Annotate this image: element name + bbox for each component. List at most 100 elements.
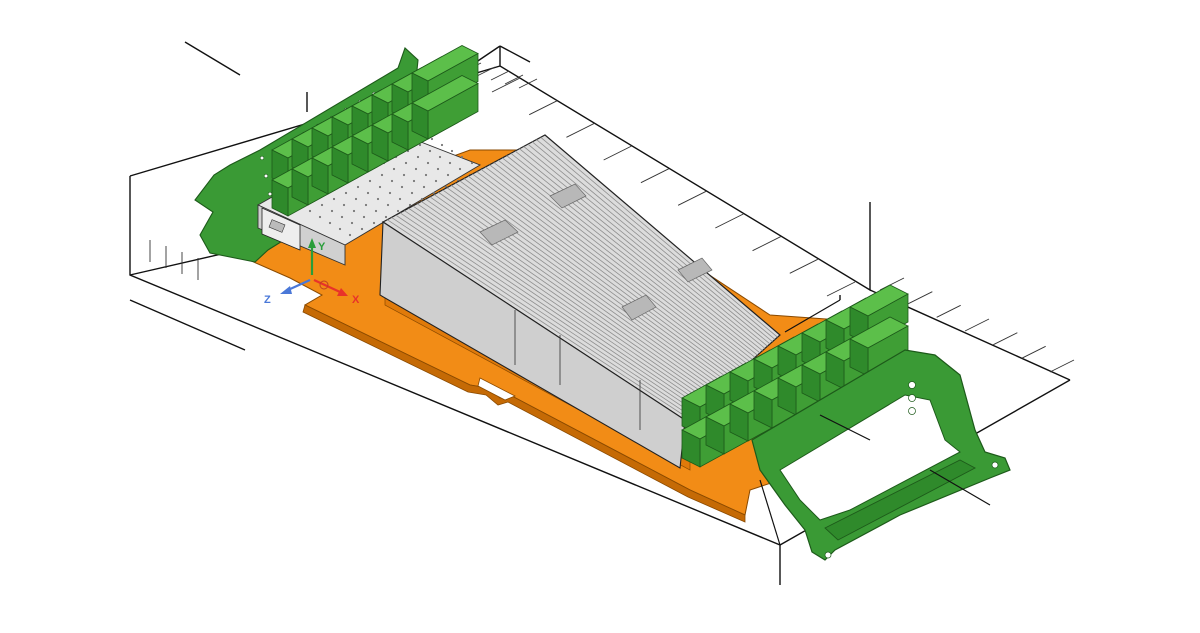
dimension-tick <box>908 291 933 305</box>
dimension-tick <box>715 213 744 229</box>
vent-dot <box>430 137 434 141</box>
heatsink-fin <box>476 171 741 372</box>
vent-dot <box>410 191 414 195</box>
vent-dot <box>446 173 450 177</box>
vent-dot <box>448 161 452 165</box>
vent-dot <box>356 185 360 189</box>
heatsink-fin <box>404 210 698 410</box>
vent-dot <box>400 185 404 189</box>
heatsink-fin <box>493 162 751 363</box>
vent-dot <box>458 167 462 171</box>
vent-dot <box>318 215 322 219</box>
vent-dot <box>348 233 352 237</box>
heatsink-fin <box>450 185 726 385</box>
vent-dot <box>402 173 406 177</box>
heatsink-fin <box>480 169 743 369</box>
vent-dot <box>436 167 440 171</box>
heatsink-fin <box>540 136 778 338</box>
vent-dot <box>416 155 420 159</box>
vent-dot <box>364 203 368 207</box>
heatsink-fin <box>519 148 766 349</box>
heatsink-fin <box>412 205 703 405</box>
vent-dot <box>422 185 426 189</box>
bounding-box-overlay <box>759 299 991 546</box>
dimension-tick <box>491 77 521 93</box>
heatsink-fin <box>485 166 746 367</box>
right-connector-stack <box>681 284 909 468</box>
heatsink-fin <box>472 173 738 374</box>
dimension-tick <box>640 168 670 184</box>
pcb-edge-notch <box>477 377 516 401</box>
vent-dot <box>396 209 400 213</box>
vent-dot <box>424 173 428 177</box>
vent-dot <box>398 197 402 201</box>
vent-hole <box>259 155 265 161</box>
heatsink-fin <box>399 212 696 412</box>
heatsink-fin <box>433 194 716 394</box>
connector-cage <box>257 129 484 266</box>
heatsink <box>379 134 781 469</box>
z-axis-line <box>287 278 311 292</box>
retention-holes <box>824 381 999 559</box>
vent-dot <box>308 209 312 213</box>
dimension-tick <box>1021 345 1046 359</box>
y-axis-arrow-icon <box>308 238 316 248</box>
vent-dot <box>350 221 354 225</box>
dimension-tick <box>964 318 990 332</box>
vent-dot <box>420 197 424 201</box>
connector-block <box>411 75 479 140</box>
vent-hole <box>263 173 269 179</box>
retention-grip <box>824 459 976 541</box>
vent-dot <box>384 215 388 219</box>
vent-dot <box>414 167 418 171</box>
heatsink-fin <box>489 164 748 365</box>
dimension-tick <box>476 66 496 77</box>
vent-hole <box>267 191 273 197</box>
vent-dot <box>332 197 336 201</box>
vent-dot <box>428 149 432 153</box>
z-axis-label: Z <box>264 294 271 306</box>
vent-dot <box>404 161 408 165</box>
vent-dot <box>434 179 438 183</box>
vent-dot <box>386 203 390 207</box>
heatsink-fin <box>502 157 756 358</box>
dimension-tick <box>504 74 524 85</box>
dimension-tick <box>566 122 595 138</box>
heatsink-fin <box>425 198 711 398</box>
vent-dot <box>330 209 334 213</box>
x-axis-label: X <box>352 294 360 306</box>
heatsink-fin <box>463 178 733 378</box>
vent-dot <box>340 215 344 219</box>
heatsink-fin <box>459 180 731 381</box>
vent-dot <box>366 191 370 195</box>
vent-dot <box>368 179 372 183</box>
vent-dot <box>338 227 342 231</box>
vent-dot <box>372 221 376 225</box>
vent-dot <box>388 191 392 195</box>
vent-dot <box>374 209 378 213</box>
vent-dot <box>412 179 416 183</box>
heatsink-fin <box>510 153 761 354</box>
dimension-tick <box>518 78 538 89</box>
heatsink-front-panels <box>514 310 641 430</box>
heatsink-fin <box>446 187 723 387</box>
dimension-tick <box>603 145 632 161</box>
dimension-tick <box>752 236 781 252</box>
heatsink-cutouts <box>479 183 713 321</box>
dimension-tick <box>993 332 1018 346</box>
z-axis-arrow-icon <box>280 286 292 294</box>
vent-dot <box>344 191 348 195</box>
vent-dot <box>352 209 356 213</box>
heatsink-fin <box>421 201 708 401</box>
heatsink-front <box>379 221 686 469</box>
x-axis-line <box>313 279 341 293</box>
vent-dot <box>392 167 396 171</box>
vent-dot <box>380 173 384 177</box>
origin-marker <box>319 280 329 290</box>
vent-dot <box>376 197 380 201</box>
vent-dot <box>378 185 382 189</box>
vent-dot <box>460 155 464 159</box>
vent-dot <box>362 215 366 219</box>
